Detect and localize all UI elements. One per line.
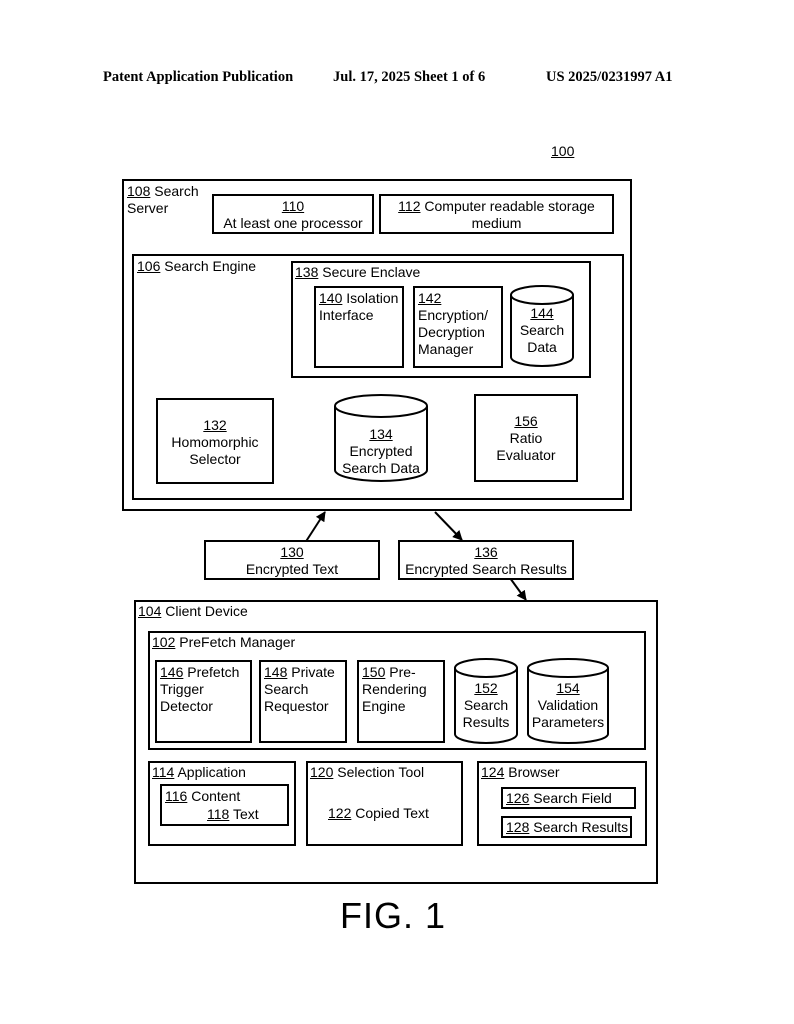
homomorphic-selector-label-line2: Selector: [189, 451, 241, 467]
content-box: 116 Content 118 Text: [160, 784, 289, 826]
pre-rendering-label-line3: Engine: [362, 698, 406, 714]
encrypted-text-label: Encrypted Text: [245, 561, 339, 577]
encrypted-search-data-number: 134: [369, 426, 393, 442]
validation-parameters-cylinder: 154 Validation Parameters: [527, 658, 609, 744]
prefetch-trigger-label: 146 Prefetch: [160, 664, 240, 680]
search-results-number: 152: [474, 680, 498, 696]
validation-parameters-number: 154: [556, 680, 580, 696]
content-label: 116 Content: [165, 788, 241, 804]
storage-label: 112 Computer readable storage: [398, 198, 595, 214]
selection-tool-label: 120 Selection Tool: [310, 764, 425, 780]
encrypted-text-box: 130 Encrypted Text: [204, 540, 380, 580]
ratio-evaluator-label-line1: Ratio: [509, 430, 543, 446]
prefetch-trigger-label-line2: Trigger: [160, 681, 204, 697]
client-device-label: 104 Client Device: [138, 603, 248, 619]
encrypted-text-number: 130: [280, 544, 304, 560]
storage-box: 112 Computer readable storage medium: [379, 194, 614, 234]
search-data-label-line2: Data: [527, 339, 557, 355]
ratio-evaluator-number: 156: [514, 413, 538, 429]
encrypted-results-number: 136: [474, 544, 498, 560]
publication-title: Patent Application Publication: [103, 69, 294, 85]
prefetch-manager-label: 102 PreFetch Manager: [152, 634, 296, 650]
prefetch-trigger-label-line3: Detector: [160, 698, 213, 714]
encrypted-search-data-label-line1: Encrypted: [349, 443, 413, 459]
encryption-manager-box: 142 Encryption/ Decryption Manager: [413, 286, 503, 368]
pre-rendering-engine-box: 150 Pre- Rendering Engine: [357, 660, 445, 743]
search-results-cylinder: 152 Search Results: [454, 658, 518, 744]
homomorphic-selector-number: 132: [203, 417, 227, 433]
encryption-manager-label-line2: Decryption: [418, 324, 485, 340]
ratio-evaluator-box: 156 Ratio Evaluator: [474, 394, 578, 482]
processor-label: At least one processor: [223, 215, 363, 231]
arrow-to-results-box: [434, 511, 463, 541]
search-server-label: 108 Search: [127, 183, 199, 199]
search-server-label-line2: Server: [127, 200, 169, 216]
encryption-manager-number: 142: [418, 290, 442, 306]
arrow-to-client: [509, 577, 527, 601]
database-icon: [510, 285, 574, 367]
figure-reference-number: 100: [551, 143, 575, 159]
ratio-evaluator-label-line2: Evaluator: [496, 447, 556, 463]
selection-tool-box: [306, 761, 463, 846]
search-field-box: 126 Search Field: [501, 787, 636, 809]
validation-parameters-label-line1: Validation: [537, 697, 599, 713]
private-search-label: 148 Private: [264, 664, 335, 680]
search-data-label-line1: Search: [519, 322, 565, 338]
processor-box: 110 At least one processor: [212, 194, 374, 234]
pre-rendering-label-line2: Rendering: [362, 681, 427, 697]
private-search-requestor-box: 148 Private Search Requestor: [259, 660, 347, 743]
search-results-label-line1: Search: [463, 697, 509, 713]
encryption-manager-label-line3: Manager: [418, 341, 474, 357]
homomorphic-selector-box: 132 Homomorphic Selector: [156, 398, 274, 484]
storage-label-line2: medium: [471, 215, 522, 231]
search-data-number: 144: [530, 305, 554, 321]
secure-enclave-label: 138 Secure Enclave: [295, 264, 421, 280]
isolation-interface-box: 140 Isolation Interface: [314, 286, 404, 368]
search-engine-label: 106 Search Engine: [137, 258, 257, 274]
encrypted-search-data-cylinder: 134 Encrypted Search Data: [334, 394, 428, 482]
browser-search-results-label: 128 Search Results: [506, 819, 629, 835]
application-label: 114 Application: [152, 764, 246, 780]
search-field-label: 126 Search Field: [506, 790, 612, 806]
browser-label: 124 Browser: [481, 764, 560, 780]
private-search-label-line3: Requestor: [264, 698, 329, 714]
private-search-label-line2: Search: [264, 681, 309, 697]
database-icon: [527, 658, 609, 744]
copied-text-label: 122 Copied Text: [328, 805, 429, 821]
homomorphic-selector-label-line1: Homomorphic: [171, 434, 259, 450]
encryption-manager-label-line1: Encryption/: [418, 307, 489, 323]
isolation-interface-label-line2: Interface: [319, 307, 374, 323]
search-data-cylinder: 144 Search Data: [510, 285, 574, 367]
encrypted-search-data-label-line2: Search Data: [342, 460, 420, 476]
database-icon: [454, 658, 518, 744]
publication-number: US 2025/0231997 A1: [546, 69, 673, 85]
figure-caption: FIG. 1: [340, 895, 447, 936]
processor-number: 110: [281, 198, 305, 214]
search-results-label-line2: Results: [462, 714, 510, 730]
encrypted-results-label: Encrypted Search Results: [405, 561, 567, 577]
publication-date-sheet: Jul. 17, 2025 Sheet 1 of 6: [333, 69, 486, 85]
encrypted-results-box: 136 Encrypted Search Results: [398, 540, 574, 580]
validation-parameters-label-line2: Parameters: [531, 714, 605, 730]
isolation-interface-label: 140 Isolation: [319, 290, 399, 306]
text-label: 118 Text: [207, 806, 259, 822]
prefetch-trigger-detector-box: 146 Prefetch Trigger Detector: [155, 660, 252, 743]
pre-rendering-label: 150 Pre-: [362, 664, 416, 680]
browser-search-results-box: 128 Search Results: [501, 816, 632, 838]
database-icon: [334, 394, 428, 482]
